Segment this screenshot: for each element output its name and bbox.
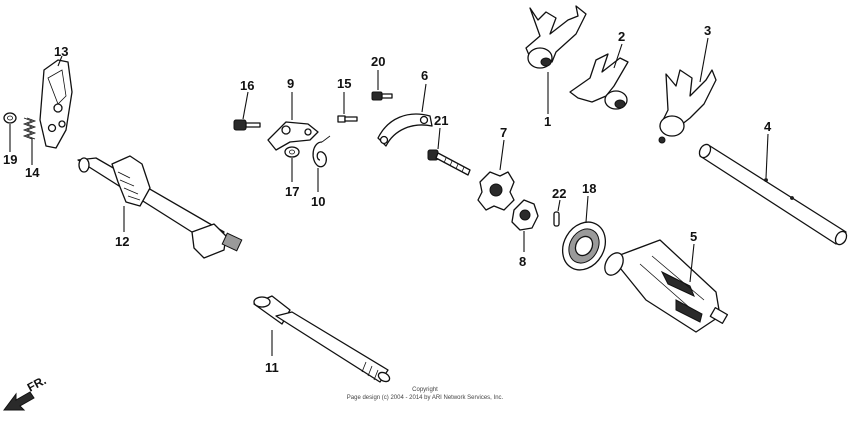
label-13: 13 bbox=[54, 44, 68, 59]
part-16-bolt bbox=[233, 119, 261, 131]
label-14: 14 bbox=[25, 165, 40, 180]
label-7: 7 bbox=[500, 125, 507, 140]
label-6: 6 bbox=[421, 68, 428, 83]
copyright-line-2: Page design (c) 2004 - 2014 by ARI Netwo… bbox=[347, 395, 504, 401]
label-2: 2 bbox=[618, 29, 625, 44]
label-12: 12 bbox=[115, 234, 129, 249]
label-21: 21 bbox=[434, 113, 448, 128]
label-8: 8 bbox=[519, 254, 526, 269]
forward-direction-indicator: FR. bbox=[3, 373, 49, 411]
part-13-stopper-plate bbox=[39, 59, 73, 149]
part-3-shift-fork bbox=[658, 69, 717, 144]
label-11: 11 bbox=[265, 360, 279, 375]
label-15: 15 bbox=[337, 76, 351, 91]
part-18-bearing bbox=[561, 221, 607, 271]
part-7-shift-drum-center bbox=[477, 171, 515, 211]
part-2-shift-fork bbox=[569, 53, 629, 110]
part-6-plate bbox=[377, 113, 433, 147]
direction-label: FR. bbox=[25, 373, 49, 394]
part-19-collar bbox=[3, 112, 17, 124]
part-22-dowel-pin bbox=[553, 211, 560, 227]
part-20-bolt bbox=[371, 91, 393, 101]
part-5-shift-drum bbox=[604, 239, 729, 333]
label-9: 9 bbox=[287, 76, 294, 91]
label-22: 22 bbox=[552, 186, 566, 201]
part-9-stopper-arm bbox=[267, 121, 319, 151]
copyright-line-1: Copyright bbox=[412, 387, 438, 393]
label-16: 16 bbox=[240, 78, 254, 93]
label-5: 5 bbox=[690, 229, 697, 244]
label-18: 18 bbox=[582, 181, 596, 196]
part-8-shift-drum-plate bbox=[511, 199, 539, 231]
part-10-spring bbox=[312, 135, 331, 168]
part-1-shift-fork bbox=[525, 5, 587, 69]
part-17-washer bbox=[284, 146, 300, 158]
label-17: 17 bbox=[285, 184, 299, 199]
label-4: 4 bbox=[764, 119, 772, 134]
label-3: 3 bbox=[704, 23, 711, 38]
part-11-shift-fork-shaft bbox=[253, 295, 391, 383]
part-21-bolt bbox=[427, 149, 471, 176]
part-14-spring bbox=[22, 117, 37, 140]
label-10: 10 bbox=[311, 194, 325, 209]
part-12-gearshift-spindle bbox=[77, 155, 243, 259]
label-20: 20 bbox=[371, 54, 385, 69]
part-15-bolt bbox=[337, 115, 358, 123]
label-1: 1 bbox=[544, 114, 551, 129]
label-19: 19 bbox=[3, 152, 17, 167]
part-4-fork-shaft bbox=[698, 143, 848, 246]
